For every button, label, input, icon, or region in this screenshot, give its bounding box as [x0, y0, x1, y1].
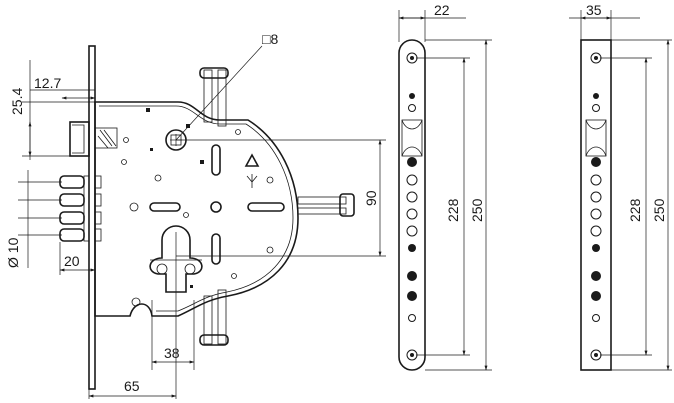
front-plate [88, 45, 96, 390]
dim-height-top: 25.4 [9, 88, 25, 115]
latch-bolt [69, 121, 118, 157]
bottom-rod [199, 289, 229, 346]
faceplate-narrow-dims: 22 228 250 [398, 2, 492, 371]
dim-backset: 65 [124, 378, 140, 394]
lock-dimensions: 12.7 25.4 Ø 10 20 □8 90 38 65 [5, 31, 386, 399]
dim-bolt-length: 20 [64, 253, 80, 269]
guide-slots [149, 144, 285, 265]
cylinder-cutout [149, 225, 203, 296]
dim-faceplate-a-outer: 250 [469, 198, 485, 222]
lock-case [94, 101, 299, 317]
side-rod [297, 193, 355, 217]
dim-backset-top: 12.7 [34, 75, 61, 91]
dim-faceplate-a-width: 22 [434, 2, 450, 18]
warning-triangle-icon [244, 153, 260, 167]
dim-faceplate-b-outer: 250 [651, 198, 667, 222]
faceplate-wide-dims: 35 228 250 [569, 2, 672, 371]
dim-cylinder-width: 38 [164, 345, 180, 361]
dim-square-size: □8 [262, 31, 278, 47]
faceplate-narrow [398, 39, 426, 371]
faceplate-wide [580, 39, 612, 371]
lock-body-view [59, 45, 355, 390]
dim-faceplate-b-width: 35 [586, 2, 602, 18]
top-rod [199, 67, 229, 127]
dim-spindle-to-cylinder: 90 [363, 190, 379, 206]
dim-faceplate-a-inner: 228 [445, 198, 461, 222]
dim-faceplate-b-inner: 228 [627, 198, 643, 222]
tree-icon [246, 174, 258, 188]
dim-bolt-diameter: Ø 10 [5, 237, 21, 268]
screw-holes [121, 108, 274, 307]
